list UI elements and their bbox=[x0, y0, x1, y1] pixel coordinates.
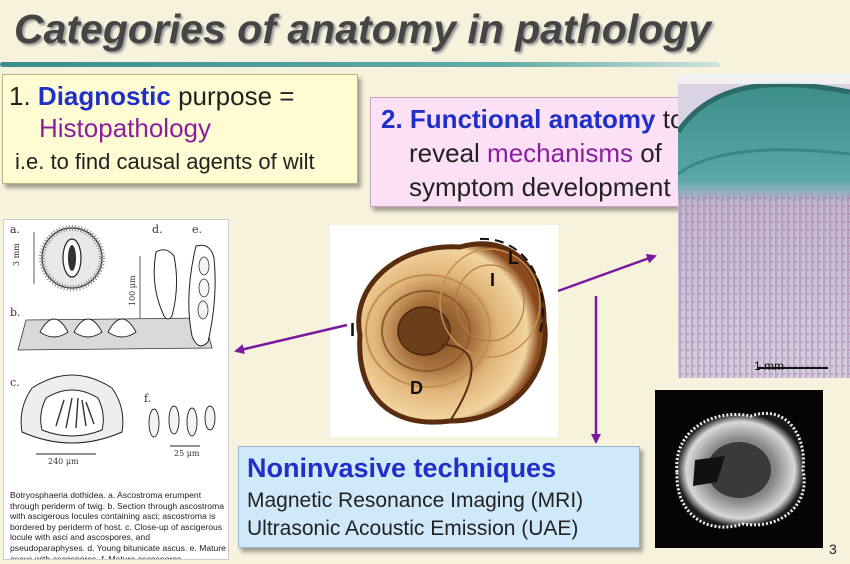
label-e: e. bbox=[192, 223, 203, 236]
histopathology-text: Histopathology bbox=[39, 113, 211, 143]
mri-text: Magnetic Resonance Imaging (MRI) bbox=[247, 489, 584, 512]
diagnostic-box: 1. Diagnostic purpose = Histopathology i… bbox=[2, 74, 358, 184]
arrow-to-illustration bbox=[234, 323, 348, 355]
uae-text: Ultrasonic Acoustic Emission (UAE) bbox=[247, 517, 579, 540]
scale-25um: 25 μm bbox=[174, 449, 200, 458]
micrograph-scale-label: 1 mm bbox=[754, 359, 784, 373]
trunk-cross-section-drawing bbox=[356, 237, 548, 425]
mechanisms-text: mechanisms bbox=[487, 138, 633, 168]
trunk-label-I-left: I bbox=[350, 320, 356, 340]
stem-micrograph bbox=[678, 74, 850, 378]
diagnostic-keyword: Diagnostic bbox=[37, 81, 171, 111]
stem-micrograph-drawing bbox=[678, 74, 850, 378]
label-d: d. bbox=[152, 223, 163, 236]
trunk-label-I-top: I bbox=[490, 270, 496, 290]
functional-line-2: reveal mechanisms of bbox=[409, 138, 662, 169]
label-a: a. bbox=[10, 223, 21, 236]
mri-scan-drawing bbox=[675, 411, 806, 529]
functional-number: 2. bbox=[381, 104, 403, 134]
fungus-drawings bbox=[17, 225, 216, 455]
trunk-label-D: D bbox=[410, 378, 423, 398]
label-b: b. bbox=[10, 306, 21, 319]
diagnostic-line-1: 1. Diagnostic purpose = bbox=[9, 81, 294, 112]
mri-scan-image bbox=[655, 390, 823, 548]
arrow-to-micrograph bbox=[557, 254, 657, 293]
title-underline bbox=[0, 62, 720, 67]
label-f: f. bbox=[144, 392, 152, 405]
functional-keyword: Functional anatomy bbox=[409, 104, 656, 134]
of-text: of bbox=[632, 138, 662, 168]
slide-title: Categories of anatomy in pathology bbox=[14, 6, 712, 52]
trunk-cross-section-photo bbox=[330, 225, 558, 437]
illustration-caption: Botryosphaeria dothidea. a. Ascostroma e… bbox=[10, 490, 226, 560]
functional-line-1: 2. Functional anatomy to bbox=[381, 104, 684, 135]
scale-240um: 240 μm bbox=[48, 457, 79, 466]
reveal-text: reveal bbox=[409, 138, 488, 168]
diagnostic-purpose-text: purpose = bbox=[170, 81, 295, 111]
functional-anatomy-box: 2. Functional anatomy to reveal mechanis… bbox=[370, 97, 718, 207]
diagnostic-number: 1. bbox=[9, 81, 31, 111]
noninvasive-heading: Noninvasive techniques bbox=[247, 453, 557, 483]
diagnostic-explanation: i.e. to find causal agents of wilt bbox=[15, 149, 315, 174]
label-c: c. bbox=[10, 376, 20, 389]
page-number: 3 bbox=[829, 541, 837, 557]
trunk-label-L: L bbox=[508, 248, 519, 268]
functional-line-3: symptom development bbox=[409, 172, 671, 202]
fungus-illustration-plate: a. d. e. b. c. f. 3 mm 100 μm 240 μm 25 … bbox=[3, 219, 229, 560]
noninvasive-techniques-box: Noninvasive techniques Magnetic Resonanc… bbox=[238, 446, 640, 548]
